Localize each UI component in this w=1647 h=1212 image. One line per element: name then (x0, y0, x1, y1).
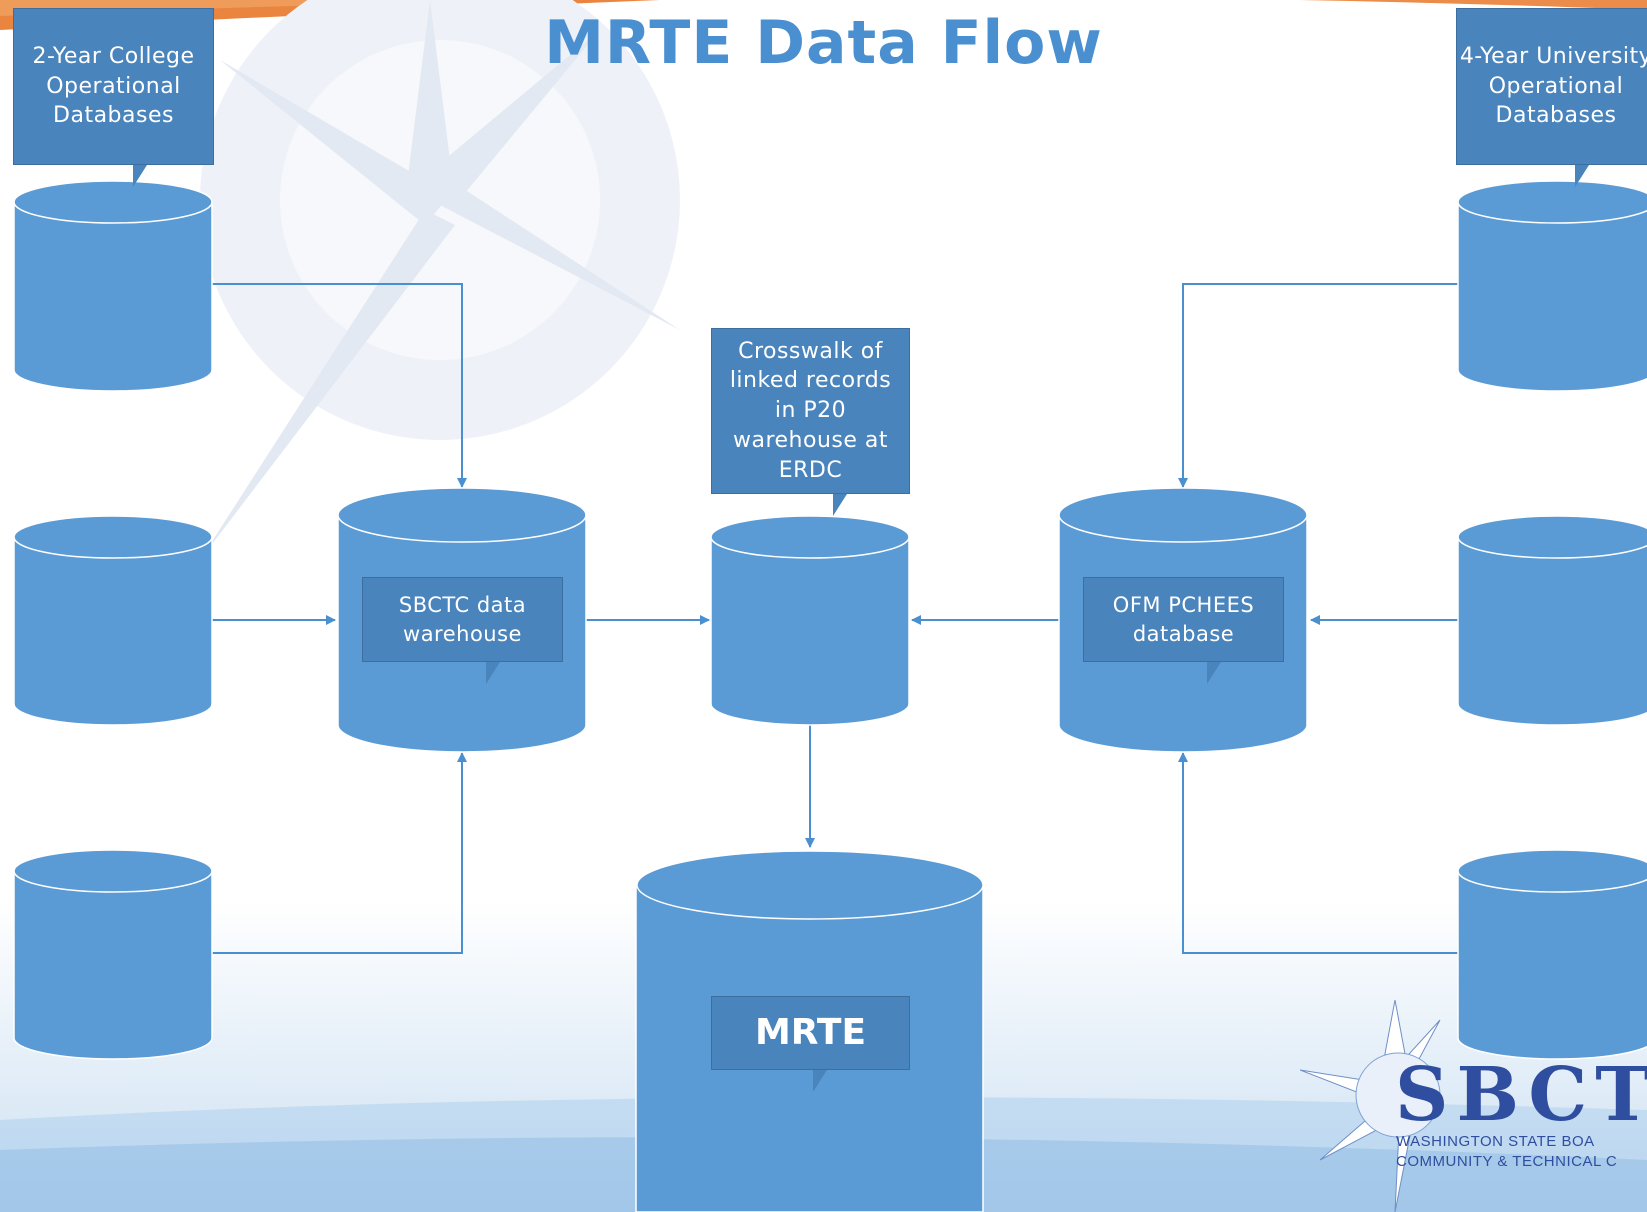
callout-tail (813, 1070, 827, 1092)
database-cylinder-4yr-3 (1457, 849, 1647, 1060)
callout-4yr-university: 4-Year University Operational Databases (1456, 8, 1647, 187)
callout-sbctc-warehouse: SBCTC data warehouse (362, 577, 563, 684)
callout-mrte: MRTE (711, 996, 910, 1092)
sbctc-logo-line1: WASHINGTON STATE BOA (1396, 1133, 1595, 1150)
callout-crosswalk: Crosswalk of linked records in P20 wareh… (711, 328, 910, 516)
database-cylinder-4yr-1 (1457, 180, 1647, 392)
callout-tail (833, 494, 847, 516)
callout-4yr-university-text: 4-Year University Operational Databases (1459, 43, 1647, 129)
callout-tail (486, 662, 500, 684)
callout-2yr-college: 2-Year College Operational Databases (13, 8, 214, 187)
page-title: MRTE Data Flow (544, 8, 1103, 78)
callout-sbctc-warehouse-text: SBCTC data warehouse (398, 593, 527, 646)
callout-tail (1575, 165, 1589, 187)
database-cylinder-4yr-2 (1457, 515, 1647, 726)
callout-ofm-pchees-text: OFM PCHEES database (1112, 593, 1255, 646)
database-cylinder-2yr-3 (13, 849, 213, 1060)
callout-tail (1207, 662, 1221, 684)
database-cylinder-2yr-2 (13, 515, 213, 726)
connector-2yr-bot-to-sbctc (212, 752, 467, 954)
callout-2yr-college-text: 2-Year College Operational Databases (32, 43, 195, 129)
sbctc-logo-line2: COMMUNITY & TECHNICAL C (1396, 1153, 1618, 1170)
connector-4yr-bot-to-ofm (1178, 752, 1458, 954)
callout-crosswalk-text: Crosswalk of linked records in P20 wareh… (729, 338, 892, 483)
callout-tail (133, 165, 147, 187)
connector-2yr-top-to-sbctc (212, 283, 467, 488)
callout-ofm-pchees: OFM PCHEES database (1083, 577, 1284, 684)
connector-4yr-top-to-ofm (1178, 283, 1458, 488)
database-cylinder-2yr-1 (13, 180, 213, 392)
database-cylinder-crosswalk (710, 515, 910, 726)
callout-mrte-text: MRTE (754, 1011, 867, 1053)
sbctc-logo-letters: SBCT (1395, 1052, 1647, 1138)
sbctc-logo-star (1300, 1000, 1441, 1212)
